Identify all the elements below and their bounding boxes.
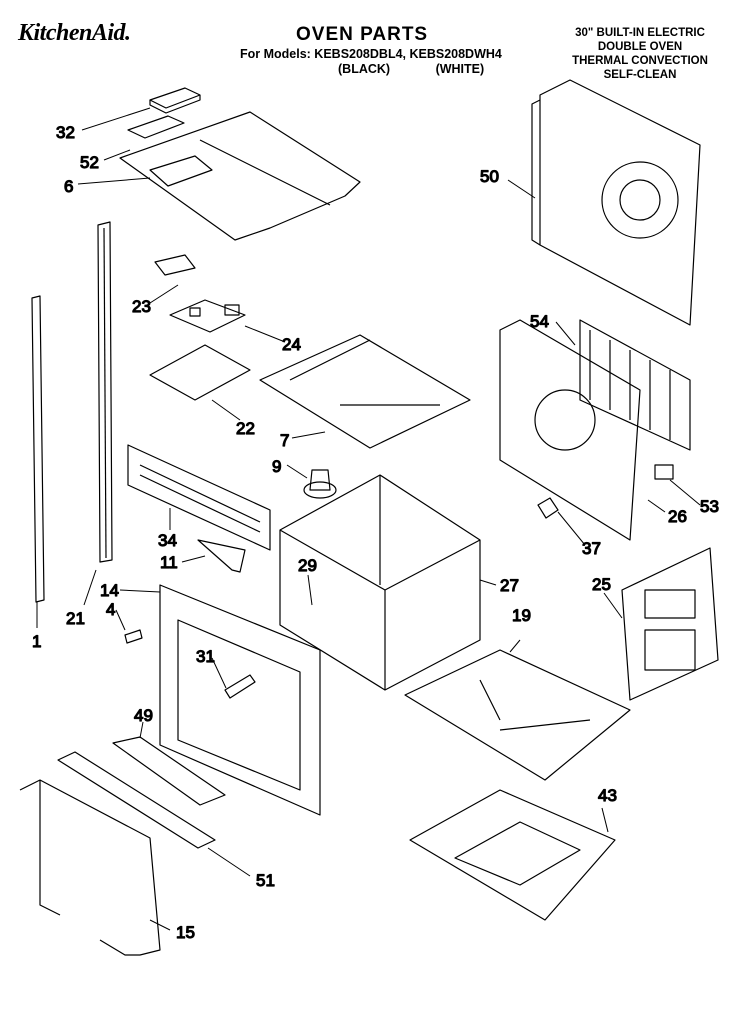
- callout-6: 6: [64, 177, 73, 196]
- callout-29: 29: [298, 556, 317, 575]
- callout-49: 49: [134, 706, 153, 725]
- part-11-switch: [197, 539, 246, 573]
- callout-11: 11: [160, 553, 178, 572]
- callout-26: 26: [668, 507, 687, 526]
- leader-lines: [36, 107, 701, 931]
- callout-27: 27: [500, 576, 519, 595]
- part-25-side-panel: [621, 547, 719, 701]
- desc-line-3: THERMAL CONVECTION: [572, 55, 708, 67]
- models-line: For Models: KEBS208DBL4, KEBS208DWH4: [240, 47, 502, 61]
- part-6-top-panel: [119, 111, 361, 241]
- callout-43: 43: [598, 786, 617, 805]
- product-description: 30" BUILT-IN ELECTRIC DOUBLE OVEN THERMA…: [560, 26, 720, 82]
- callout-51: 51: [256, 871, 275, 890]
- part-24-control-board: [169, 299, 246, 333]
- part-19-bottom-panel: [404, 649, 631, 781]
- part-54-convection-assembly: [499, 319, 691, 541]
- part-52-plate: [127, 115, 185, 139]
- callout-19: 19: [512, 606, 531, 625]
- callout-50: 50: [480, 167, 499, 186]
- part-15-door-gasket: [19, 779, 161, 956]
- callout-25: 25: [592, 575, 611, 594]
- part-53-sensor: [654, 464, 674, 480]
- part-7-divider: [259, 334, 471, 449]
- brand-logo: KitchenAid.: [18, 20, 131, 46]
- part-21-side-trim: [97, 221, 113, 563]
- callout-7: 7: [280, 431, 289, 450]
- desc-line-2: DOUBLE OVEN: [597, 41, 683, 53]
- callout-15: 15: [176, 923, 195, 942]
- model-list: For Models: KEBS208DBL4, KEBS208DWH4 (BL…: [240, 47, 526, 77]
- part-1-trim-strip: [31, 295, 45, 603]
- color-white: (WHITE): [435, 62, 485, 76]
- part-32-bracket: [149, 87, 201, 114]
- callout-34: 34: [158, 531, 177, 550]
- callout-37: 37: [582, 539, 601, 558]
- part-50-rear-panel: [531, 79, 701, 326]
- part-23-bracket: [154, 254, 196, 276]
- part-43-pan: [409, 789, 616, 921]
- callout-14: 14: [100, 581, 119, 600]
- callout-24: 24: [282, 335, 301, 354]
- part-9-motor: [303, 469, 337, 499]
- callout-52: 52: [80, 153, 99, 172]
- callout-9: 9: [272, 457, 281, 476]
- part-37-thermostat: [537, 497, 559, 519]
- callout-32: 32: [56, 123, 75, 142]
- part-34-vent-grille: [127, 444, 271, 551]
- page-title: OVEN PARTS: [296, 24, 429, 45]
- desc-line-1: 30" BUILT-IN ELECTRIC: [575, 27, 705, 39]
- callout-1: 1: [32, 632, 41, 651]
- callout-22: 22: [236, 419, 255, 438]
- part-51-door-handle: [57, 751, 216, 849]
- part-4-screw: [124, 629, 143, 644]
- part-22-cover: [149, 344, 251, 401]
- callout-4: 4: [106, 600, 115, 619]
- color-black: (BLACK): [338, 62, 391, 76]
- part-14-door-frame: [159, 584, 321, 816]
- desc-line-4: SELF-CLEAN: [603, 69, 677, 81]
- callout-23: 23: [132, 297, 151, 316]
- callout-31: 31: [196, 647, 215, 666]
- part-27-oven-cavity: [279, 474, 481, 691]
- callout-54: 54: [530, 312, 549, 331]
- callout-53: 53: [700, 497, 719, 516]
- part-31-hinge-pin: [224, 674, 256, 699]
- callout-21: 21: [66, 609, 85, 628]
- part-49-trim: [112, 736, 226, 806]
